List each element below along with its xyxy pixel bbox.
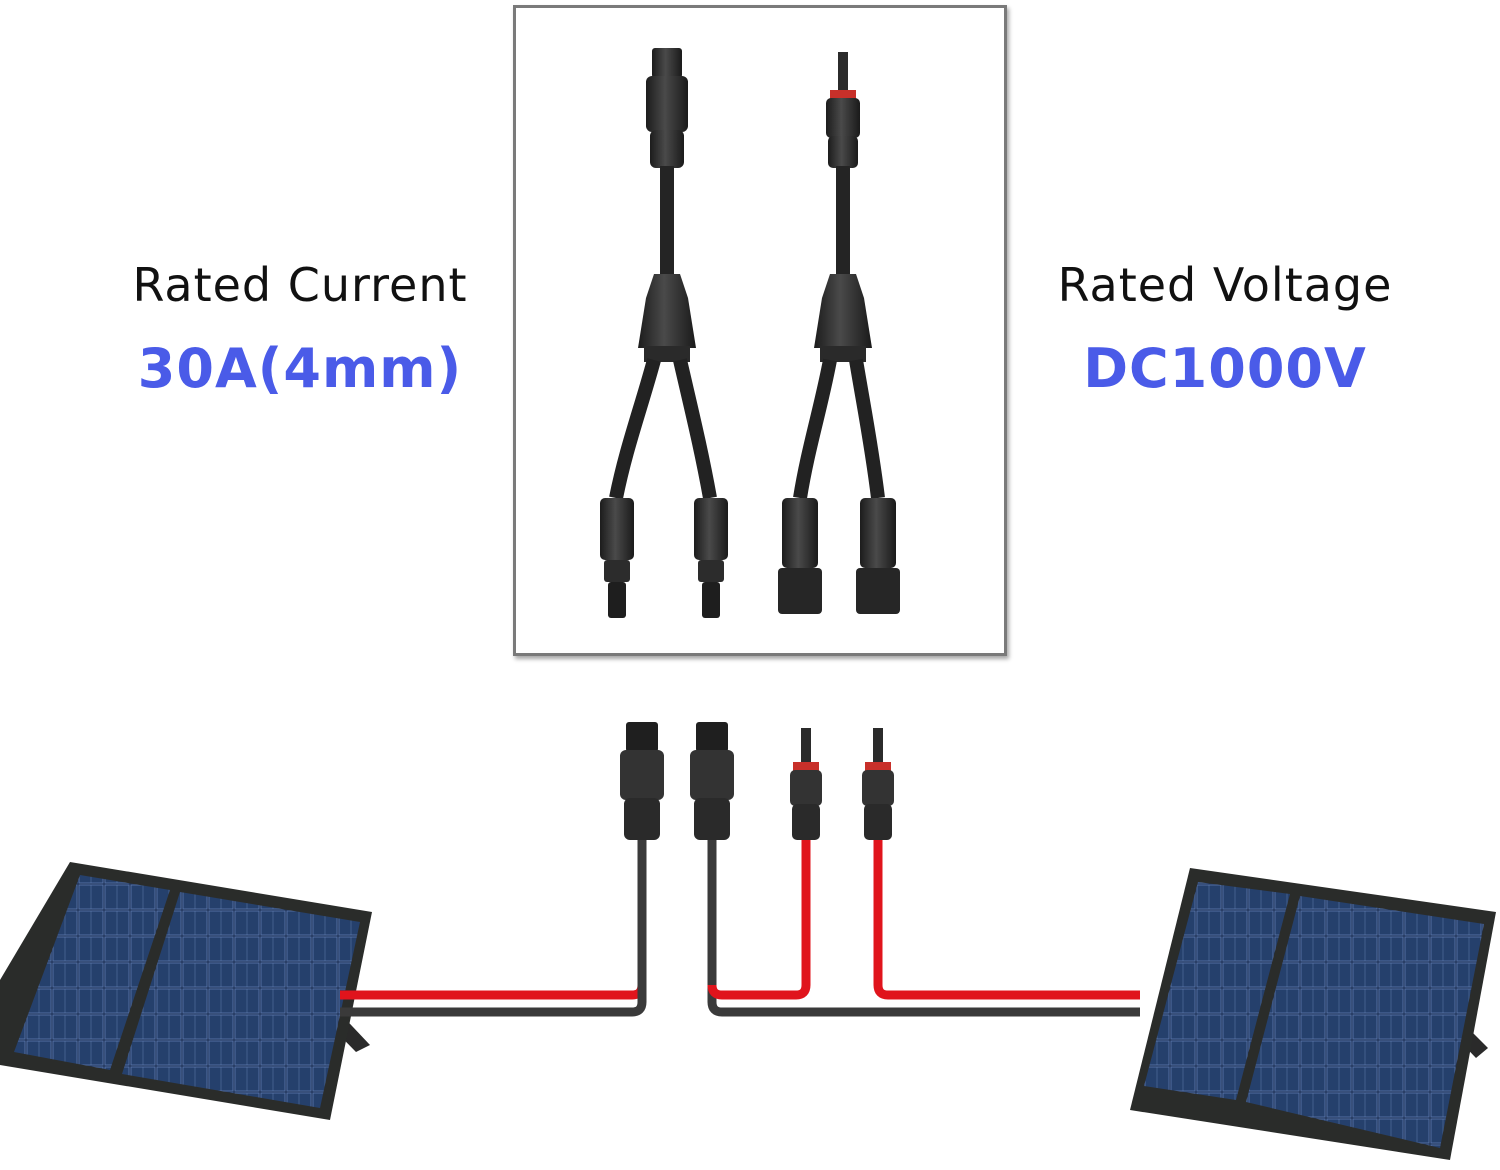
rated-voltage-value: DC1000V [1083, 337, 1367, 400]
rated-voltage-label: Rated Voltage [1057, 258, 1393, 312]
connector-male-2-icon [862, 728, 894, 840]
rated-current-spec: Rated Current 30A(4mm) [90, 262, 510, 396]
connector-female-1-icon [620, 722, 664, 840]
product-photo-frame [513, 5, 1007, 656]
solar-panel-right-icon [1130, 868, 1496, 1160]
cable-runs [340, 840, 1140, 1017]
y-connector-left [600, 48, 728, 618]
rated-voltage-spec: Rated Voltage DC1000V [1015, 262, 1435, 396]
connector-female-2-icon [690, 722, 734, 840]
y-connector-right [778, 52, 900, 614]
rated-current-label: Rated Current [132, 258, 468, 312]
connector-male-1-icon [790, 728, 822, 840]
y-branch-connectors-icon [600, 48, 900, 618]
solar-panel-left-icon [0, 862, 372, 1120]
rated-current-value: 30A(4mm) [137, 337, 463, 400]
